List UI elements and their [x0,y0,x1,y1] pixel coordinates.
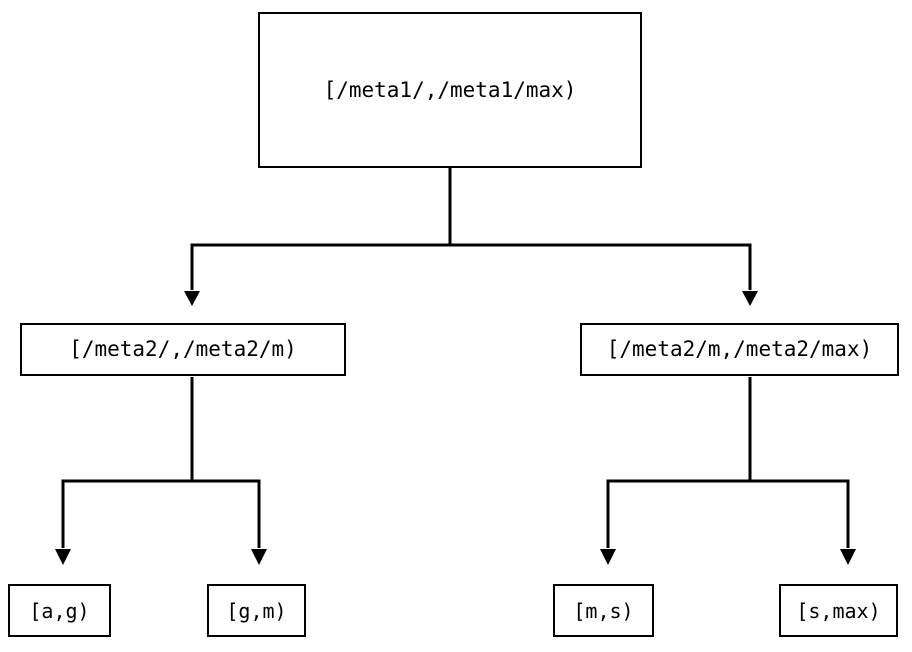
tree-node-label: [a,g) [29,598,90,623]
tree-node-leaf-1[interactable]: [a,g) [8,584,111,637]
edge-root-mid-right [450,243,758,306]
arrowhead-icon [840,549,856,565]
edge-midleft-leaf-2 [192,479,267,565]
tree-node-label: [/meta1/,/meta1/max) [323,77,577,102]
tree-node-mid-right[interactable]: [/meta2/m,/meta2/max) [580,323,899,376]
tree-node-label: [s,max) [796,598,881,623]
arrowhead-icon [55,549,71,565]
tree-node-leaf-4[interactable]: [s,max) [779,584,898,637]
tree-node-root[interactable]: [/meta1/,/meta1/max) [258,12,642,168]
tree-node-leaf-2[interactable]: [g,m) [207,584,306,637]
arrowhead-icon [742,291,758,306]
tree-node-label: [m,s) [573,598,634,623]
edge-midright-leaf-4 [750,479,856,565]
arrowhead-icon [600,549,616,565]
edge-midleft-leaf-1 [55,377,194,565]
tree-node-label: [/meta2/,/meta2/m) [69,337,297,361]
arrowhead-icon [184,291,200,306]
tree-node-leaf-3[interactable]: [m,s) [553,584,654,637]
edge-midright-leaf-3 [600,377,752,565]
tree-node-label: [g,m) [226,598,287,623]
arrowhead-icon [251,549,267,565]
edge-root-mid-left [184,168,452,306]
tree-node-mid-left[interactable]: [/meta2/,/meta2/m) [20,323,346,376]
tree-node-label: [/meta2/m,/meta2/max) [606,337,873,361]
